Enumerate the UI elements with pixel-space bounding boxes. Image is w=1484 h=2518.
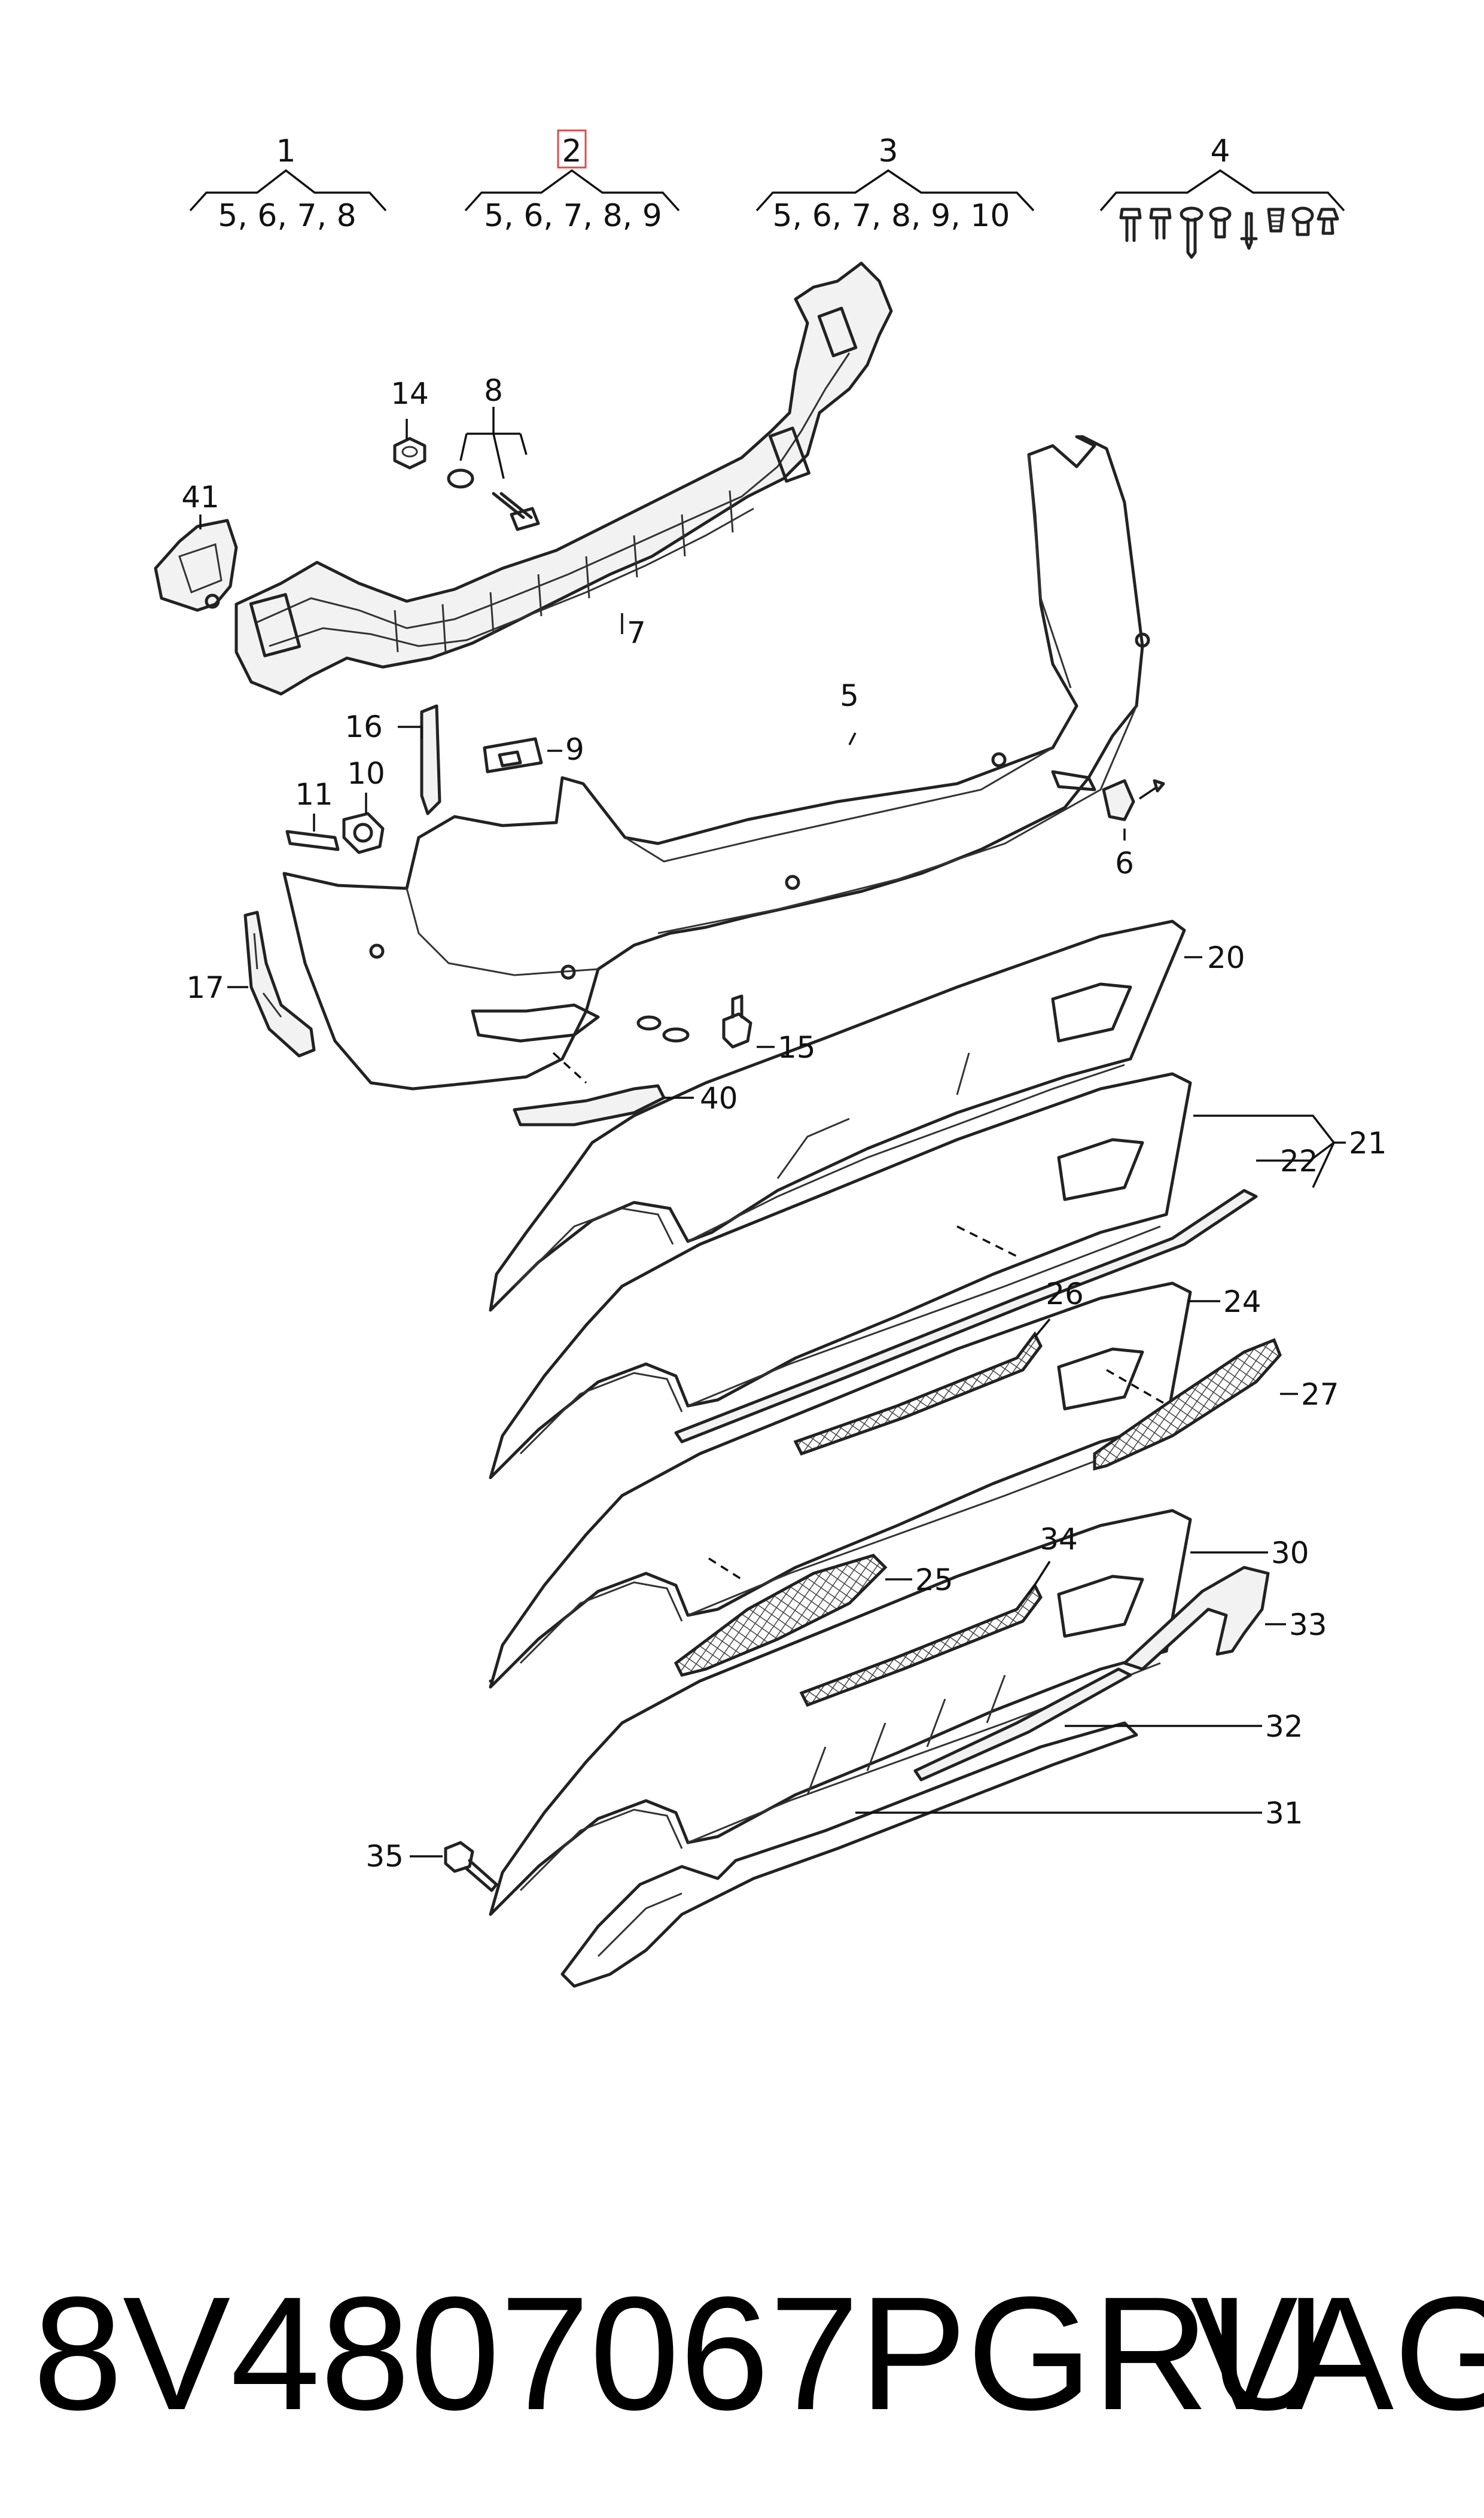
side-guide-17 <box>243 911 316 1058</box>
callout-9: 9 <box>565 732 584 767</box>
group-3-number: 3 <box>878 133 898 169</box>
callout-14: 14 <box>391 376 429 411</box>
group-1-header: 1 5, 6, 7, 8 <box>189 133 387 234</box>
trim-strip-32 <box>913 1667 1132 1782</box>
group-3-header: 3 5, 6, 7, 8, 9, 10 <box>755 133 1035 234</box>
callout-26: 26 <box>1046 1277 1084 1311</box>
callout-17: 17 <box>186 970 224 1005</box>
group-4-number: 4 <box>1210 133 1230 169</box>
callout-10: 10 <box>347 756 385 791</box>
callout-22: 22 <box>1280 1144 1318 1179</box>
group-1-items: 5, 6, 7, 8 <box>218 198 356 234</box>
mesh-grille-25 <box>674 1554 888 1677</box>
callout-6: 6 <box>1115 846 1134 881</box>
grille-strip-26 <box>793 1331 1043 1456</box>
callout-30: 30 <box>1271 1536 1309 1570</box>
diffuser-21 <box>489 1072 1192 1479</box>
fastener-set-icons <box>1119 206 1339 259</box>
grille-strip-34 <box>799 1582 1043 1707</box>
nut-14 <box>393 437 426 470</box>
license-plate-bracket-9 <box>483 737 543 774</box>
callout-16: 16 <box>345 710 383 744</box>
group-2-number: 2 <box>562 133 581 169</box>
callout-8: 8 <box>484 373 503 408</box>
group-1-number: 1 <box>276 133 295 169</box>
side-bracket-41 <box>154 519 238 612</box>
callout-25: 25 <box>915 1563 953 1597</box>
part-number-label: 8V4807067PGRU <box>33 2264 1326 2444</box>
bumper-carrier-bracket <box>234 261 893 696</box>
chrome-trim-33 <box>1123 1566 1270 1671</box>
tow-eye-cover-6 <box>1102 779 1165 821</box>
brand-label: VAG <box>1190 2264 1484 2444</box>
group-3-items: 5, 6, 7, 8, 9, 10 <box>773 198 1010 234</box>
group-2-highlight-box <box>557 129 587 169</box>
callout-31: 31 <box>1265 1796 1303 1831</box>
exploded-parts-diagram: 1 5, 6, 7, 8 2 5, 6, 7, 8, 9 3 5, 6, 7, … <box>154 129 1387 1988</box>
group-4-header: 4 <box>1099 133 1345 259</box>
callout-labels: 5 6 7 8 9 10 11 14 15 16 17 20 21 22 24 … <box>181 373 1387 1874</box>
callout-21: 21 <box>1349 1126 1387 1161</box>
group-2-header: 2 5, 6, 7, 8, 9 <box>464 129 680 234</box>
lower-diffuser-31 <box>560 1721 1138 1988</box>
bolt-15 <box>722 994 752 1049</box>
callout-34: 34 <box>1040 1522 1078 1557</box>
washer-8 <box>447 468 474 489</box>
callout-24: 24 <box>1223 1284 1261 1319</box>
callout-27: 27 <box>1301 1377 1339 1412</box>
reflector-strip-11 <box>285 830 340 851</box>
bolt-35 <box>444 1841 498 1892</box>
diffuser-20 <box>489 919 1186 1312</box>
bumper-cover <box>282 435 1150 1091</box>
callout-5: 5 <box>840 678 859 713</box>
callout-7: 7 <box>627 616 646 650</box>
callout-11: 11 <box>295 777 333 812</box>
group-2-items: 5, 6, 7, 8, 9 <box>484 198 662 234</box>
bolt-8 <box>492 492 540 531</box>
diffuser-24 <box>489 1281 1192 1689</box>
callout-33: 33 <box>1289 1607 1327 1642</box>
callout-40: 40 <box>700 1081 738 1116</box>
callout-35: 35 <box>365 1839 404 1874</box>
mesh-grille-27 <box>1093 1338 1282 1471</box>
trim-40 <box>513 1084 666 1126</box>
guide-strip-16 <box>420 704 441 815</box>
callout-41: 41 <box>181 480 220 514</box>
callout-20: 20 <box>1207 940 1245 975</box>
callout-32: 32 <box>1265 1709 1303 1744</box>
chrome-strip-22 <box>674 1189 1258 1444</box>
clip-10 <box>342 812 385 854</box>
callout-15: 15 <box>778 1030 816 1065</box>
leader-lines <box>199 407 1346 1858</box>
